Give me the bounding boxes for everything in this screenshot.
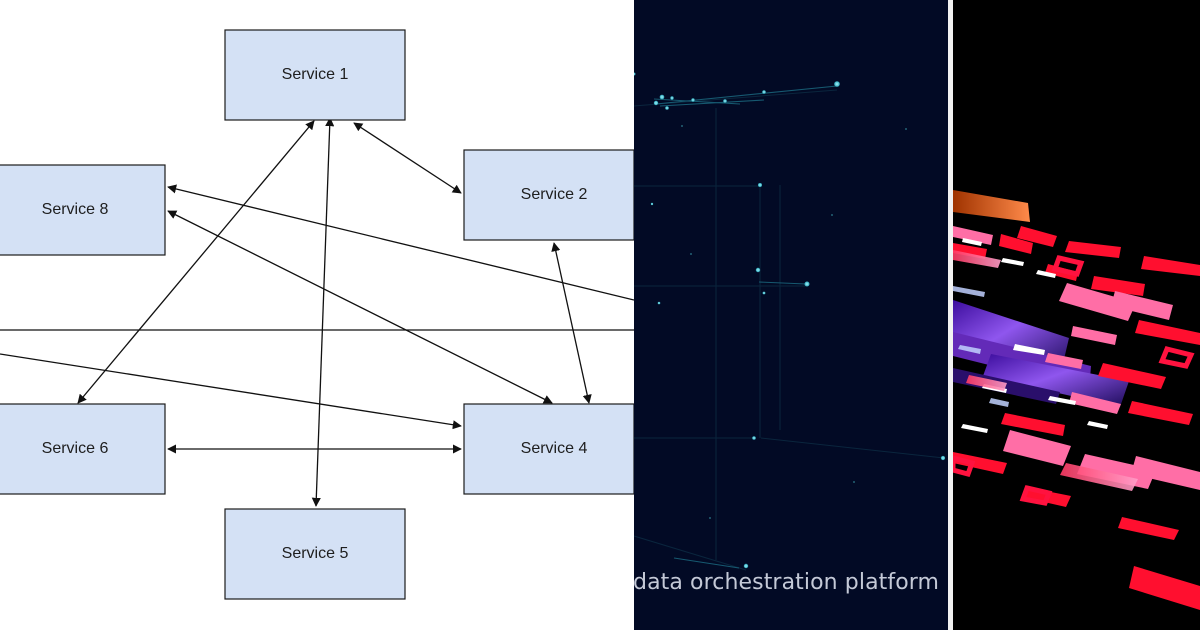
edge-service2-service4 [551, 242, 592, 404]
service-label: Service 8 [42, 201, 109, 218]
abstract-visual-panel [953, 0, 1200, 630]
edge-service1-service6 [77, 120, 315, 404]
service-node-6: Service 6 [0, 403, 166, 495]
service-label: Service 1 [282, 66, 349, 83]
abstract-shapes [953, 0, 1200, 630]
network-visual-panel: data orchestration platform [634, 0, 948, 630]
service-node-2: Service 2 [463, 149, 634, 241]
edge-offscreen-service4 [0, 353, 462, 430]
panel-separator [948, 0, 953, 630]
service-label: Service 6 [42, 440, 109, 457]
edge-service8-service4 [167, 210, 553, 404]
service-node-4: Service 4 [463, 403, 634, 495]
service-label: Service 2 [521, 186, 588, 203]
network-visualization [634, 0, 948, 630]
service-diagram-panel: Service 1 Service 2 Service 4 Service 5 … [0, 29, 634, 600]
network-caption: data orchestration platform [634, 570, 940, 595]
service-node-5: Service 5 [224, 508, 406, 600]
edge-service1-service2 [353, 122, 462, 194]
service-diagram: Service 1 Service 2 Service 4 Service 5 … [0, 29, 634, 600]
service-node-1: Service 1 [224, 29, 406, 121]
edge-service1-service5 [311, 117, 335, 507]
service-label: Service 5 [282, 545, 349, 562]
service-label: Service 4 [521, 440, 588, 457]
service-node-8: Service 8 [0, 164, 166, 256]
